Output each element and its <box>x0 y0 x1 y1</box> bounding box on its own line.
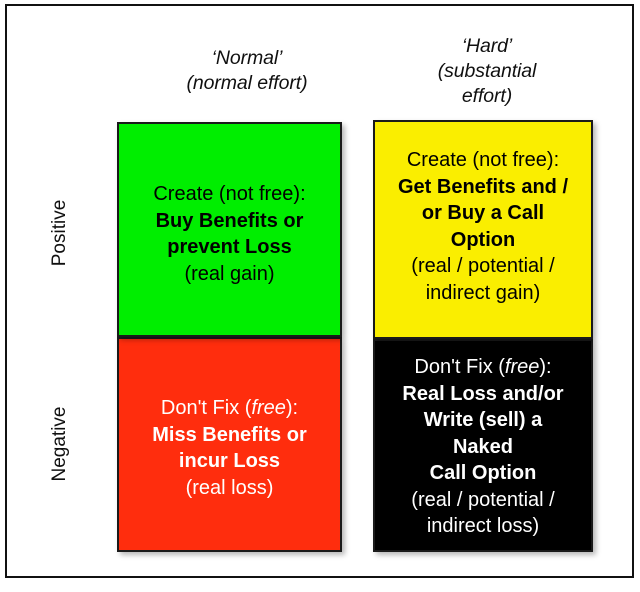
quadrant-normal-positive-line1: Create (not free): <box>153 183 306 205</box>
quadrant-normal-negative-line1-post: ): <box>285 397 299 419</box>
quadrant-hard-negative-line7: indirect loss) <box>426 515 540 537</box>
column-header-normal-line2: (normal effort) <box>186 72 308 94</box>
row-label-positive: Positive <box>49 199 70 267</box>
column-header-hard-line3: effort) <box>461 85 513 107</box>
quadrant-hard-negative-text: Don't Fix (free): Real Loss and/or Write… <box>375 354 591 540</box>
quadrant-normal-negative[interactable]: Don't Fix (free): Miss Benefits or incur… <box>117 337 342 552</box>
quadrant-hard-negative-line4: Naked <box>452 435 514 458</box>
quadrant-normal-positive[interactable]: Create (not free): Buy Benefits or preve… <box>117 122 342 337</box>
quadrant-hard-positive-line1: Create (not free): <box>406 149 560 171</box>
quadrant-normal-negative-line1-pre: Don't Fix ( <box>160 397 252 419</box>
quadrant-hard-positive-line4: Option <box>450 228 516 251</box>
quadrant-normal-positive-line4: (real gain) <box>184 262 275 285</box>
quadrant-hard-negative-line1: Don't Fix (free): <box>375 354 591 381</box>
quadrant-hard-negative-line3: Write (sell) a <box>423 409 543 431</box>
quadrant-hard-positive-line2: Get Benefits and / <box>397 175 569 198</box>
quadrant-hard-negative-line5: Call Option <box>429 462 537 484</box>
column-header-hard-line1: ‘Hard’ <box>461 35 513 57</box>
quadrant-hard-positive-line6: indirect gain) <box>425 281 541 304</box>
quadrant-normal-positive-text: Create (not free): Buy Benefits or preve… <box>119 181 340 287</box>
quadrant-normal-negative-line2: Miss Benefits or <box>152 423 307 446</box>
quadrant-hard-negative[interactable]: Don't Fix (free): Real Loss and/or Write… <box>373 339 593 552</box>
column-header-hard: ‘Hard’ (substantial effort) <box>407 34 567 109</box>
quadrant-normal-negative-line1-italic: free <box>251 397 286 419</box>
quadrant-hard-negative-line1-italic: free <box>504 356 540 378</box>
quadrant-normal-negative-line3: incur Loss <box>178 450 281 472</box>
quadrant-hard-negative-line1-post: ): <box>539 356 552 378</box>
column-header-normal-line1: ‘Normal’ <box>211 47 283 69</box>
quadrant-normal-negative-line1: Don't Fix (free): <box>119 395 340 422</box>
matrix-frame: ‘Normal’ (normal effort) ‘Hard’ (substan… <box>5 4 634 578</box>
quadrant-normal-positive-line3: prevent Loss <box>167 236 292 258</box>
quadrant-normal-positive-line2: Buy Benefits or <box>155 209 304 232</box>
quadrant-hard-negative-line1-pre: Don't Fix ( <box>414 356 505 378</box>
quadrant-hard-positive-line3: or Buy a Call <box>421 202 545 224</box>
column-header-hard-line2: (substantial <box>437 60 537 82</box>
row-label-negative: Negative <box>49 406 70 482</box>
column-header-normal: ‘Normal’ (normal effort) <box>157 46 337 96</box>
quadrant-hard-negative-line6: (real / potential / <box>411 488 555 511</box>
quadrant-hard-positive[interactable]: Create (not free): Get Benefits and / or… <box>373 120 593 339</box>
quadrant-hard-negative-line2: Real Loss and/or <box>402 382 564 405</box>
quadrant-hard-positive-line5: (real / potential / <box>411 255 555 277</box>
quadrant-normal-negative-line4: (real loss) <box>185 476 274 499</box>
quadrant-hard-positive-text: Create (not free): Get Benefits and / or… <box>375 147 591 306</box>
quadrant-normal-negative-text: Don't Fix (free): Miss Benefits or incur… <box>119 395 340 501</box>
